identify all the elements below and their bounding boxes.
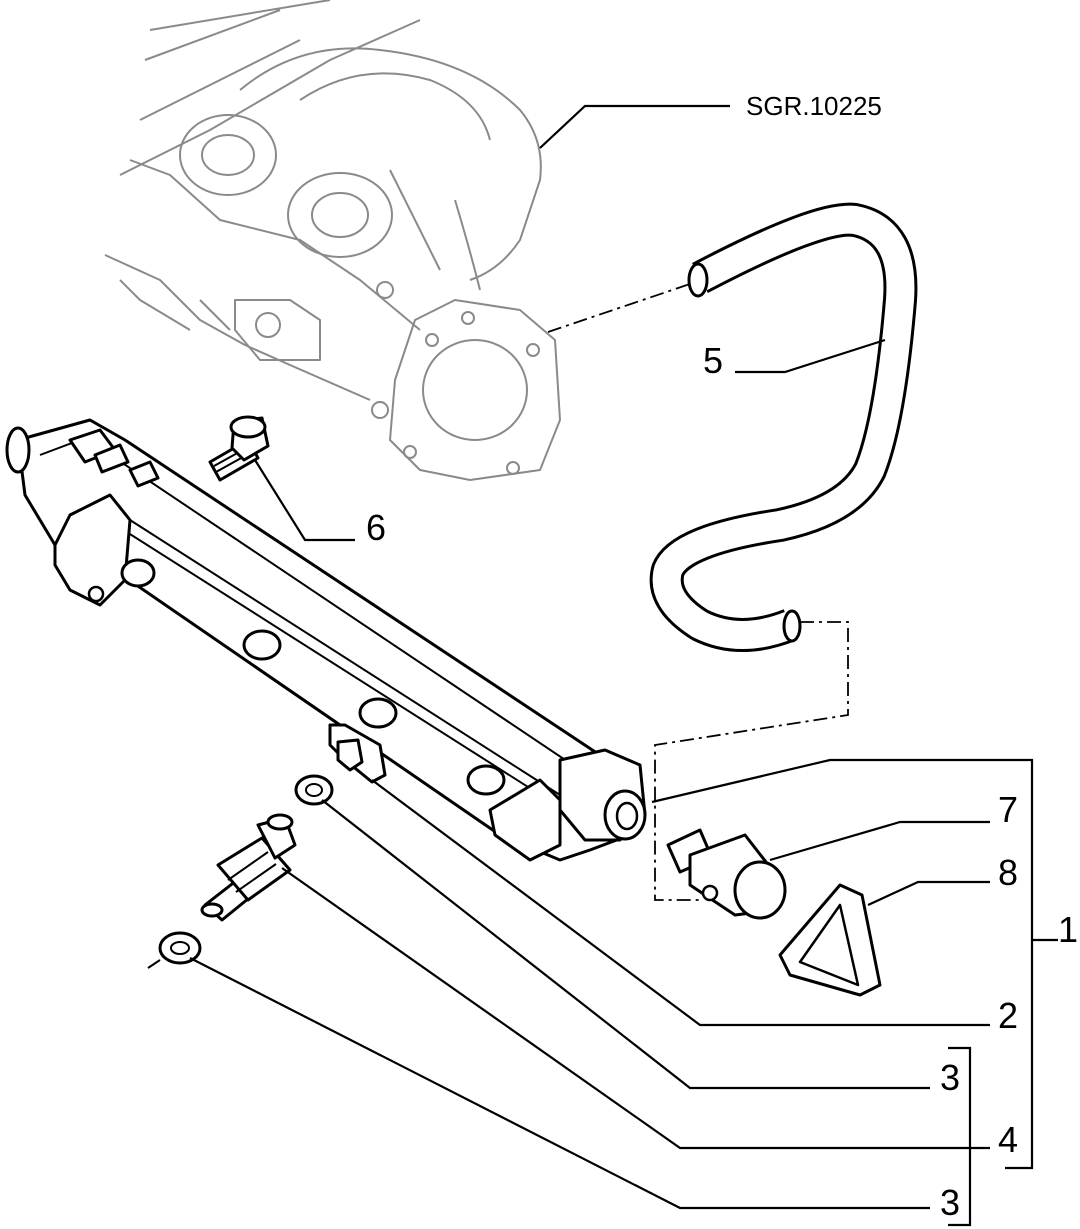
intake-manifold <box>104 0 561 481</box>
reference-code: SGR.10225 <box>746 91 882 121</box>
assembly-leader-line <box>651 758 1034 1170</box>
seal-lower-leader-line <box>189 957 930 1210</box>
injector-leader-line <box>281 867 990 1150</box>
label-seal-lower: 3 <box>940 1182 960 1223</box>
reference-leader-line <box>539 104 730 149</box>
label-bracket: 2 <box>998 995 1018 1036</box>
pressure-regulator <box>666 828 787 920</box>
regulator-leader-line <box>769 820 990 862</box>
label-regulator: 7 <box>998 789 1018 830</box>
bolt <box>208 415 270 482</box>
clip-leader-line <box>867 880 990 906</box>
seal-lower <box>147 931 202 969</box>
clip <box>778 883 882 997</box>
label-bolt: 6 <box>366 507 386 548</box>
seal-upper-leader-line <box>321 799 930 1090</box>
label-clip: 8 <box>998 852 1018 893</box>
seal-upper <box>294 774 334 806</box>
label-assembly: 1 <box>1058 909 1078 950</box>
label-seal-upper: 3 <box>940 1057 960 1098</box>
bolt-leader-line <box>254 459 355 542</box>
label-injector: 4 <box>998 1119 1018 1160</box>
fuel-hose <box>649 202 918 652</box>
hose-leader-line <box>735 338 886 374</box>
fuel-rail <box>5 418 647 862</box>
hose-to-manifold-axis <box>547 283 691 333</box>
hose-to-rail-axis <box>654 621 849 901</box>
label-hose: 5 <box>703 340 723 381</box>
injector <box>200 813 297 922</box>
bracket-leader-line <box>371 779 990 1027</box>
bracket <box>328 723 387 784</box>
seal-kit-bracket <box>948 1046 972 1227</box>
